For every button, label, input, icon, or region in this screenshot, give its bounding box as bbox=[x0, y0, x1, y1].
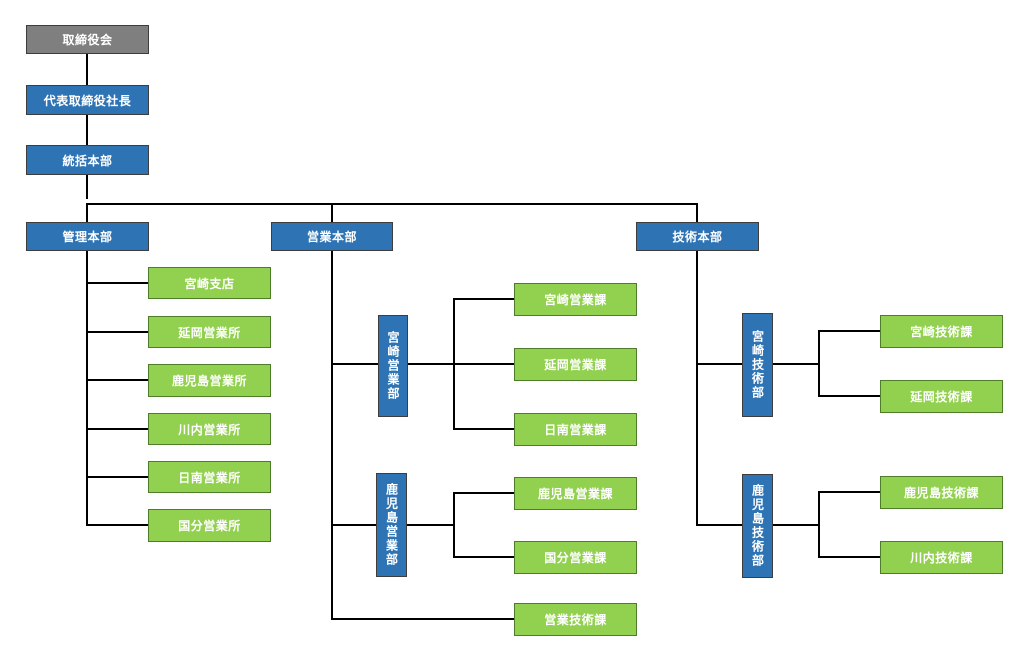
board-of-directors-box: 取締役会 bbox=[26, 25, 149, 54]
connector-line bbox=[86, 428, 149, 430]
branch-box: 川内営業所 bbox=[148, 413, 271, 445]
sales-kagoshima-department-box: 鹿児島営業部 bbox=[376, 473, 407, 577]
connector-line bbox=[407, 363, 455, 365]
connector-line bbox=[773, 524, 820, 526]
connector-line bbox=[86, 331, 149, 333]
sales-division-box: 営業本部 bbox=[271, 222, 393, 251]
connector-line bbox=[818, 491, 820, 558]
tech-miyazaki-department-box: 宮崎技術部 bbox=[742, 313, 773, 417]
general-headquarters-box: 統括本部 bbox=[26, 145, 149, 175]
connector-line bbox=[86, 379, 149, 381]
sales-section-box: 延岡営業課 bbox=[514, 348, 637, 381]
tech-section-box: 川内技術課 bbox=[880, 541, 1003, 574]
connector-line bbox=[818, 395, 881, 397]
connector-line bbox=[453, 492, 515, 494]
connector-line bbox=[696, 524, 742, 526]
connector-line bbox=[818, 330, 820, 397]
connector-line bbox=[453, 492, 455, 558]
connector-line bbox=[331, 203, 333, 222]
tech-section-box: 宮崎技術課 bbox=[880, 315, 1003, 348]
branch-box: 日南営業所 bbox=[148, 461, 271, 493]
connector-line bbox=[453, 556, 515, 558]
connector-line bbox=[696, 251, 698, 526]
admin-division-box: 管理本部 bbox=[26, 222, 149, 251]
connector-line bbox=[331, 618, 515, 620]
connector-line bbox=[773, 363, 820, 365]
branch-box: 国分営業所 bbox=[148, 509, 271, 542]
connector-line bbox=[331, 251, 333, 620]
sales-tech-section-box: 営業技術課 bbox=[514, 603, 637, 636]
connector-line bbox=[86, 251, 88, 525]
connector-line bbox=[331, 363, 378, 365]
connector-line bbox=[453, 363, 515, 365]
connector-line bbox=[818, 556, 881, 558]
connector-line bbox=[453, 428, 515, 430]
branch-box: 延岡営業所 bbox=[148, 316, 271, 348]
sales-section-box: 宮崎営業課 bbox=[514, 283, 637, 316]
connector-line bbox=[696, 363, 742, 365]
president-box: 代表取締役社長 bbox=[26, 85, 149, 115]
connector-line bbox=[818, 330, 881, 332]
connector-line bbox=[331, 524, 376, 526]
connector-line bbox=[86, 203, 698, 205]
sales-section-box: 国分営業課 bbox=[514, 541, 637, 574]
branch-box: 鹿児島営業所 bbox=[148, 364, 271, 397]
connector-line bbox=[86, 203, 88, 222]
tech-section-box: 延岡技術課 bbox=[880, 380, 1003, 413]
connector-line bbox=[407, 524, 455, 526]
branch-box: 宮崎支店 bbox=[148, 267, 271, 299]
connector-line bbox=[86, 54, 88, 199]
sales-section-box: 日南営業課 bbox=[514, 413, 637, 446]
connector-line bbox=[453, 298, 515, 300]
connector-line bbox=[696, 203, 698, 222]
tech-kagoshima-department-box: 鹿児島技術部 bbox=[742, 474, 773, 578]
sales-section-box: 鹿児島営業課 bbox=[514, 477, 637, 510]
tech-section-box: 鹿児島技術課 bbox=[880, 476, 1003, 509]
connector-line bbox=[86, 282, 149, 284]
tech-division-box: 技術本部 bbox=[636, 222, 759, 251]
connector-line bbox=[86, 524, 149, 526]
connector-line bbox=[818, 491, 881, 493]
connector-line bbox=[86, 476, 149, 478]
sales-miyazaki-department-box: 宮崎営業部 bbox=[378, 315, 408, 417]
